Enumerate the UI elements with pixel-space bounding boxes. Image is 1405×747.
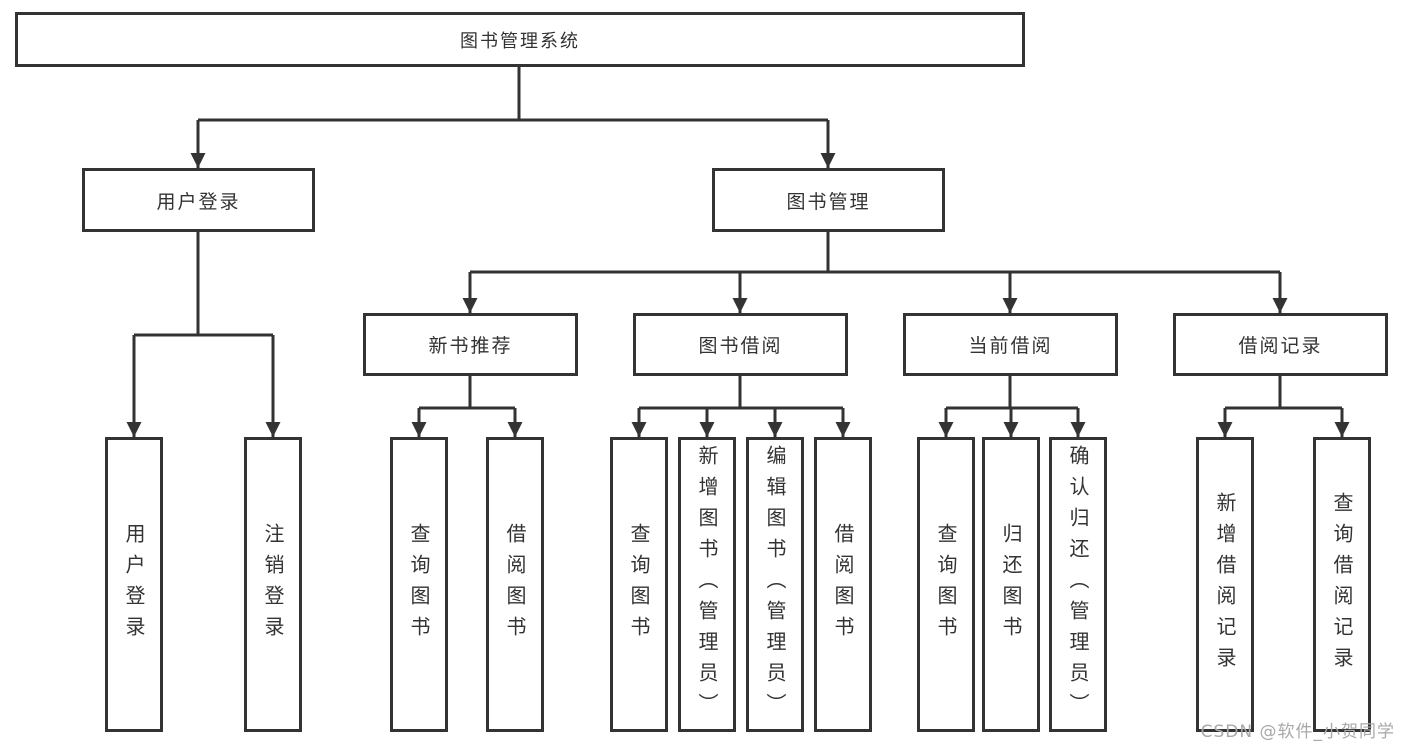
leaf-borrowing-add-books-admin: 新增图书（管理员）: [678, 437, 736, 732]
leaf-records-query-record: 查询借阅记录: [1313, 437, 1371, 732]
leaf-current-confirm-return-admin: 确认归还（管理员）: [1049, 437, 1107, 732]
leaf-recommend-borrow-books: 借阅图书: [486, 437, 544, 732]
leaf-borrowing-edit-books-admin: 编辑图书（管理员）: [746, 437, 804, 732]
leaf-borrowing-query-books: 查询图书: [610, 437, 668, 732]
node-borrowing-records: 借阅记录: [1173, 313, 1388, 376]
node-book-management-branch: 图书管理: [712, 168, 945, 232]
node-current-borrowing: 当前借阅: [903, 313, 1118, 376]
node-library-system-root: 图书管理系统: [15, 12, 1025, 67]
node-user-login-branch: 用户登录: [82, 168, 315, 232]
node-new-book-recommend: 新书推荐: [363, 313, 578, 376]
leaf-user-login: 用户登录: [105, 437, 163, 732]
leaf-borrowing-borrow-books: 借阅图书: [814, 437, 872, 732]
leaf-logout: 注销登录: [244, 437, 302, 732]
leaf-current-return-books: 归还图书: [982, 437, 1040, 732]
leaf-records-add-record: 新增借阅记录: [1196, 437, 1254, 732]
node-book-borrowing: 图书借阅: [633, 313, 848, 376]
leaf-current-query-books: 查询图书: [917, 437, 975, 732]
connector-trunks: [134, 67, 1342, 410]
watermark: CSDN @软件_小贺同学: [1200, 722, 1395, 742]
leaf-recommend-query-books: 查询图书: [390, 437, 448, 732]
